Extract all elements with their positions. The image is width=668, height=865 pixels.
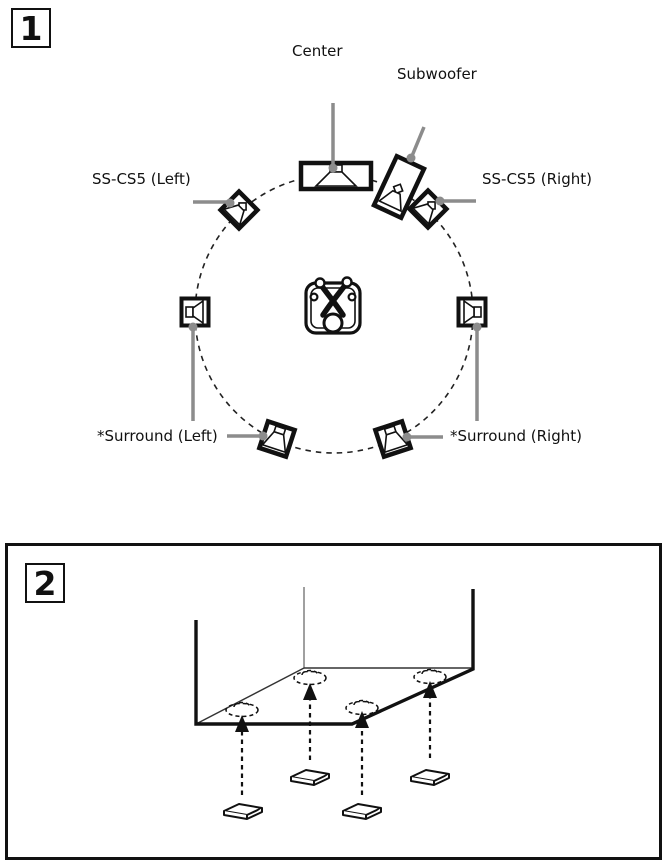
side-right-speaker-icon: [456, 296, 488, 328]
up-arrow-icon: [303, 683, 317, 760]
ceiling-mount-position-icon: [345, 699, 379, 716]
up-arrow-icon: [235, 715, 249, 795]
up-arrow-icon: [355, 711, 369, 795]
ceiling-mount-position-icon: [293, 669, 327, 686]
mounting-arrows: [235, 681, 437, 795]
side-left-speaker-icon: [179, 296, 211, 328]
subwoofer-label: Subwoofer: [397, 65, 477, 83]
ceiling-mount-position-icon: [413, 668, 447, 685]
front-left-speaker-label: SS-CS5 (Left): [92, 170, 191, 188]
flat-speaker-icon: [290, 769, 330, 786]
surround-right-speaker-label: *Surround (Right): [450, 427, 582, 445]
up-arrow-icon: [423, 681, 437, 758]
flat-speaker-icon: [342, 803, 382, 820]
surround-left-speaker-label: *Surround (Left): [97, 427, 218, 445]
listener-top-view-icon: [304, 276, 362, 335]
surround-left-speaker-icon: [256, 418, 298, 460]
section2-frame: [5, 543, 662, 860]
front-left-speaker-icon: [217, 188, 261, 232]
ceiling-mount-positions: [225, 668, 447, 718]
front-right-speaker-label: SS-CS5 (Right): [482, 170, 592, 188]
flat-speakers: [223, 769, 450, 820]
step-2-badge: 2: [25, 563, 65, 603]
surround-right-speaker-icon: [372, 418, 414, 460]
step-1-badge: 1: [11, 8, 51, 48]
center-speaker-label: Center: [292, 42, 343, 60]
flat-speaker-icon: [410, 769, 450, 786]
label-pointer-lines: [188, 103, 482, 442]
subwoofer-icon: [371, 153, 427, 221]
front-right-speaker-icon: [406, 187, 450, 231]
flat-speaker-icon: [223, 803, 263, 820]
ceiling-room-outline: [194, 587, 475, 726]
ceiling-mount-position-icon: [225, 701, 259, 718]
